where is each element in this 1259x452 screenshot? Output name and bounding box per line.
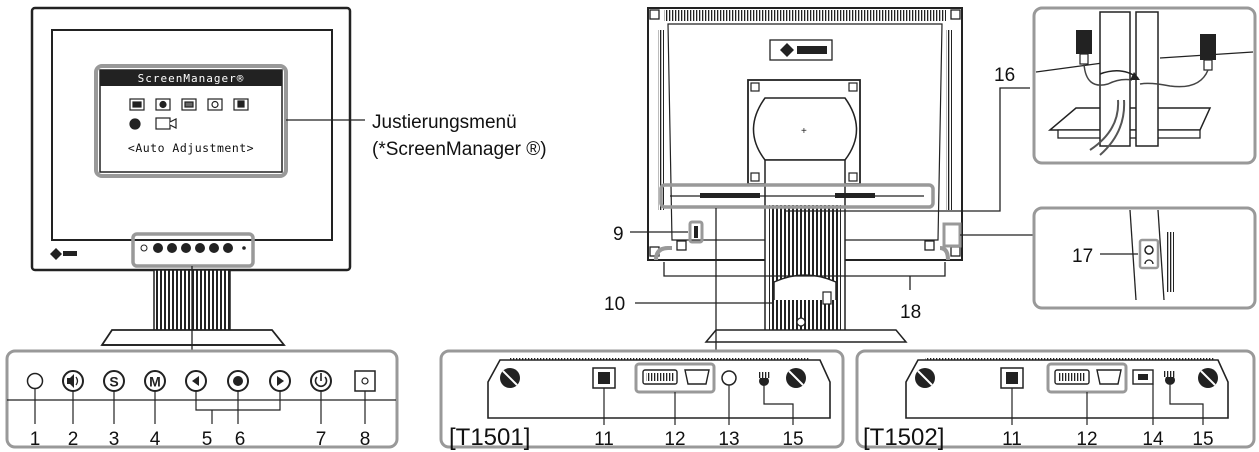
button-number-6: 6 xyxy=(235,429,246,450)
button-number-2: 2 xyxy=(68,429,79,450)
callout-18: 18 xyxy=(900,302,921,323)
svg-text:+: + xyxy=(801,126,807,137)
osd-title: ScreenManager® xyxy=(138,72,245,85)
button-number-3: 3 xyxy=(109,429,120,450)
model-label-t1501: [T1501] xyxy=(449,424,530,451)
button-number-4: 4 xyxy=(150,429,161,450)
callout-17: 17 xyxy=(1072,246,1093,267)
t1502-callout-15: 15 xyxy=(1192,429,1213,450)
osd-item: <Auto Adjustment> xyxy=(128,141,254,155)
t1501-callout-13: 13 xyxy=(718,429,739,450)
osd-icons xyxy=(129,98,249,130)
button-number-7: 7 xyxy=(316,429,327,450)
button-detail-panel: S M xyxy=(5,349,399,450)
button-number-5: 5 xyxy=(202,429,213,450)
back-monitor: + 9 xyxy=(604,7,1034,360)
t1502-callout-14: 14 xyxy=(1142,429,1164,450)
headphone-detail: 17 xyxy=(1032,206,1257,310)
back-eizo-logo-icon xyxy=(769,39,833,61)
callout-9: 9 xyxy=(613,224,624,245)
menu-label: Justierungsmenü xyxy=(372,112,517,133)
osd-menu: ScreenManager® <Auto Adjustment> xyxy=(94,64,288,178)
t1502-callout-12: 12 xyxy=(1076,429,1097,450)
cable-holder-detail xyxy=(1032,6,1257,165)
headphone-jack-icon xyxy=(1138,238,1160,270)
connector-panel-t1501: [T1501] 11 12 13 15 xyxy=(439,349,845,451)
eizo-logo-icon xyxy=(50,248,77,260)
button-number-1: 1 xyxy=(30,429,41,450)
button-number-8: 8 xyxy=(360,429,371,450)
t1501-callout-15: 15 xyxy=(782,429,803,450)
svg-text:M: M xyxy=(149,374,161,390)
power-indicator-icon xyxy=(26,372,44,390)
t1501-callout-12: 12 xyxy=(664,429,685,450)
menu-sub-label: (*ScreenManager ®) xyxy=(372,139,547,160)
callout-16: 16 xyxy=(994,65,1015,86)
front-monitor: ScreenManager® <Auto Adjustment> Justier… xyxy=(30,6,547,351)
connector-panel-t1502: [T1502] 11 12 14 15 xyxy=(855,349,1256,451)
front-button-strip xyxy=(131,232,255,268)
callout-10: 10 xyxy=(604,294,625,315)
t1501-callout-11: 11 xyxy=(594,429,614,450)
model-label-t1502: [T1502] xyxy=(863,424,944,451)
security-slot-icon xyxy=(688,220,704,244)
svg-text:S: S xyxy=(109,374,118,390)
t1502-callout-11: 11 xyxy=(1002,429,1022,450)
